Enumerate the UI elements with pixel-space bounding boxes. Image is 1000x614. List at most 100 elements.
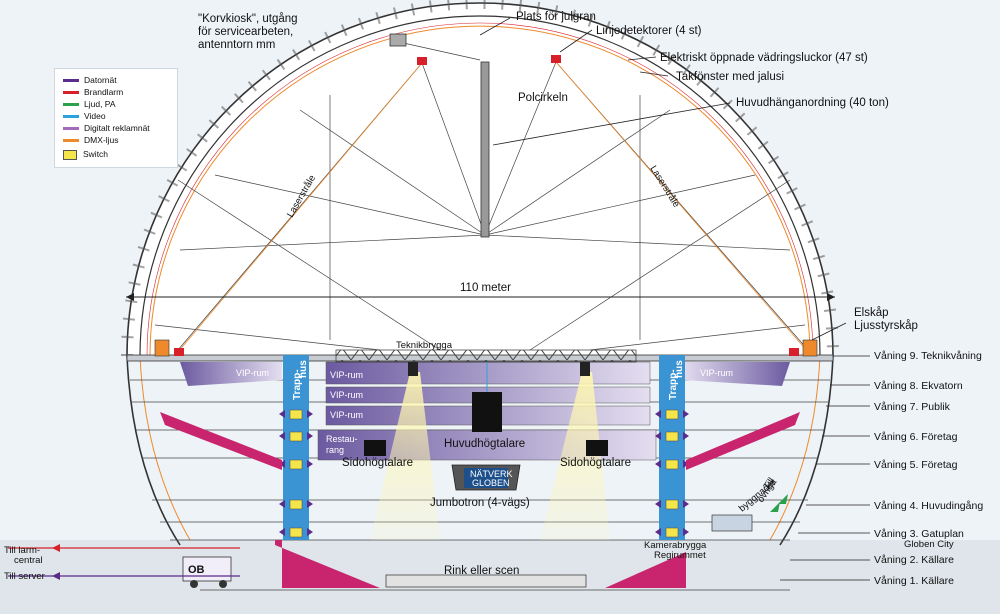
restaurang-label-1: Restau- xyxy=(326,434,358,444)
linjedetektorer-label: Linjedetektorer (4 st) xyxy=(596,25,702,37)
laser-beam-right xyxy=(555,61,809,353)
main-suspension-mast xyxy=(480,61,490,238)
legend-label: Brandlarm xyxy=(84,87,124,97)
legend-item: DMX-ljus xyxy=(63,135,118,147)
ob-van-wheel xyxy=(190,580,198,588)
outbound-arrows xyxy=(770,494,788,512)
width-label: 110 meter xyxy=(460,282,511,294)
legend-swatch xyxy=(63,149,77,160)
korvkiosk-label-1: "Korvkiosk", utgång xyxy=(198,13,298,25)
legend-swatch xyxy=(63,139,79,143)
line-detector-right xyxy=(551,55,561,63)
legend-label: Datornät xyxy=(84,75,117,85)
sidohog-right-label: Sidohögtalare xyxy=(560,457,631,469)
jumbotron-screen xyxy=(464,468,508,488)
legend-item: Switch xyxy=(63,149,108,161)
electrical-cabinet-right xyxy=(802,339,818,357)
top-leaders xyxy=(479,17,731,146)
rink-label: Rink eller scen xyxy=(444,565,519,577)
vadringsluckor-label: Elektriskt öppnade vädringsluckor (47 st… xyxy=(660,52,868,64)
fire-box-right xyxy=(789,348,799,356)
trapphus-left-label-2: hus xyxy=(298,360,309,378)
takfonster-label: Takfönster med jalusi xyxy=(676,71,784,83)
legend-swatch xyxy=(63,127,79,131)
control-room xyxy=(711,514,753,532)
vip-room-left xyxy=(180,362,282,386)
trapphus-left-label: Trapp- xyxy=(292,369,303,400)
till-larm-label-1: Till larm- xyxy=(4,545,40,556)
floor-6-label: Våning 6. Företag xyxy=(874,431,958,443)
floor-1-label: Våning 1. Källare xyxy=(874,575,954,587)
legend-item: Digitalt reklamnät xyxy=(63,123,150,135)
floor-3-label: Våning 3. Gatuplan xyxy=(874,528,964,540)
dome-outer-shell xyxy=(126,2,834,357)
bowl-left-wall xyxy=(126,355,181,546)
restaurang-label-2: rang xyxy=(326,445,344,455)
rink xyxy=(385,574,587,588)
till-larm-label-2: central xyxy=(14,555,43,566)
light-beam-right xyxy=(540,372,610,540)
light-beam-left xyxy=(370,372,440,540)
side-speaker-right xyxy=(586,440,608,456)
legend: Datornät Brandlarm Ljud, PA Video Digita… xyxy=(54,68,178,168)
width-arrow-right xyxy=(827,293,835,301)
side-speaker-left xyxy=(364,440,386,456)
floor-4-label: Våning 4. Huvudingång xyxy=(874,500,983,512)
korvkiosk-box xyxy=(389,33,407,47)
vip-right-label: VIP-rum xyxy=(700,368,733,378)
vip-room-center-1 xyxy=(325,361,651,385)
ob-van xyxy=(182,556,232,582)
network-arrows xyxy=(279,410,689,536)
vip-center-2-label: VIP-rum xyxy=(330,390,363,400)
till-server-label: Till server xyxy=(4,571,45,582)
dome-inner-shell xyxy=(139,15,821,357)
vip-left-label: VIP-rum xyxy=(236,368,269,378)
seating-right xyxy=(605,412,800,588)
ob-label: OB xyxy=(188,564,205,576)
jumbo-screen-label-1: NÄTVERK xyxy=(470,469,513,479)
jumbotron-label: Jumbotron (4-vägs) xyxy=(430,497,530,509)
dmx-line-right xyxy=(769,355,821,541)
spotlight-left xyxy=(408,362,418,376)
dmx-line-left xyxy=(139,355,191,541)
bowl-right-wall xyxy=(779,355,834,546)
korvkiosk-label-2: för servicearbeten, xyxy=(198,26,293,38)
julgran-label: Plats för julgran xyxy=(516,11,596,23)
floor-5-label: Våning 5. Företag xyxy=(874,459,958,471)
till-ovriga-label-3: byggnader xyxy=(737,477,778,514)
elskap-leader xyxy=(811,322,847,341)
server-arrow xyxy=(52,572,60,580)
tech-bridge xyxy=(335,349,637,363)
switches-right xyxy=(665,409,679,538)
floor-8-label: Våning 8. Ekvatorn xyxy=(874,380,963,392)
floor-9-label: Våning 9. Teknikvåning xyxy=(874,350,982,362)
legend-item: Ljud, PA xyxy=(63,99,116,111)
ob-van-wheel xyxy=(219,580,227,588)
legend-label: DMX-ljus xyxy=(84,135,119,145)
floor-labels: Våning 9. Teknikvåning Våning 8. Ekvator… xyxy=(874,350,983,587)
fire-line-dome xyxy=(146,22,814,357)
trapphus-right-label-2: hus xyxy=(674,360,685,378)
fire-box-left xyxy=(174,348,184,356)
sidohog-left-label: Sidohögtalare xyxy=(342,457,413,469)
line-detector-left xyxy=(417,57,427,65)
teknikbrygga-label: Teknikbrygga xyxy=(396,340,453,351)
switches-left xyxy=(289,409,303,538)
floor-leaders xyxy=(780,355,870,581)
dmx-line-dome xyxy=(149,25,811,357)
laser-beam-left xyxy=(177,62,423,353)
top-annotations: "Korvkiosk", utgång för servicearbeten, … xyxy=(198,11,889,109)
floor-2-label: Våning 2. Källare xyxy=(874,554,954,566)
electrical-cabinet-left xyxy=(154,339,170,357)
vip-center-3-label: VIP-rum xyxy=(330,410,363,420)
huvudhang-label: Huvudhänganordning (40 ton) xyxy=(736,97,889,109)
regirummet-label: Regirummet xyxy=(654,550,706,561)
jumbo-screen-label-2: GLOBEN xyxy=(472,478,510,488)
legend-item: Datornät xyxy=(63,75,117,87)
legend-swatch xyxy=(63,91,79,95)
dome-interior xyxy=(127,3,833,356)
legend-item: Brandlarm xyxy=(63,87,123,99)
fire-alarm-arrow xyxy=(52,544,60,552)
legend-swatch xyxy=(63,79,79,83)
